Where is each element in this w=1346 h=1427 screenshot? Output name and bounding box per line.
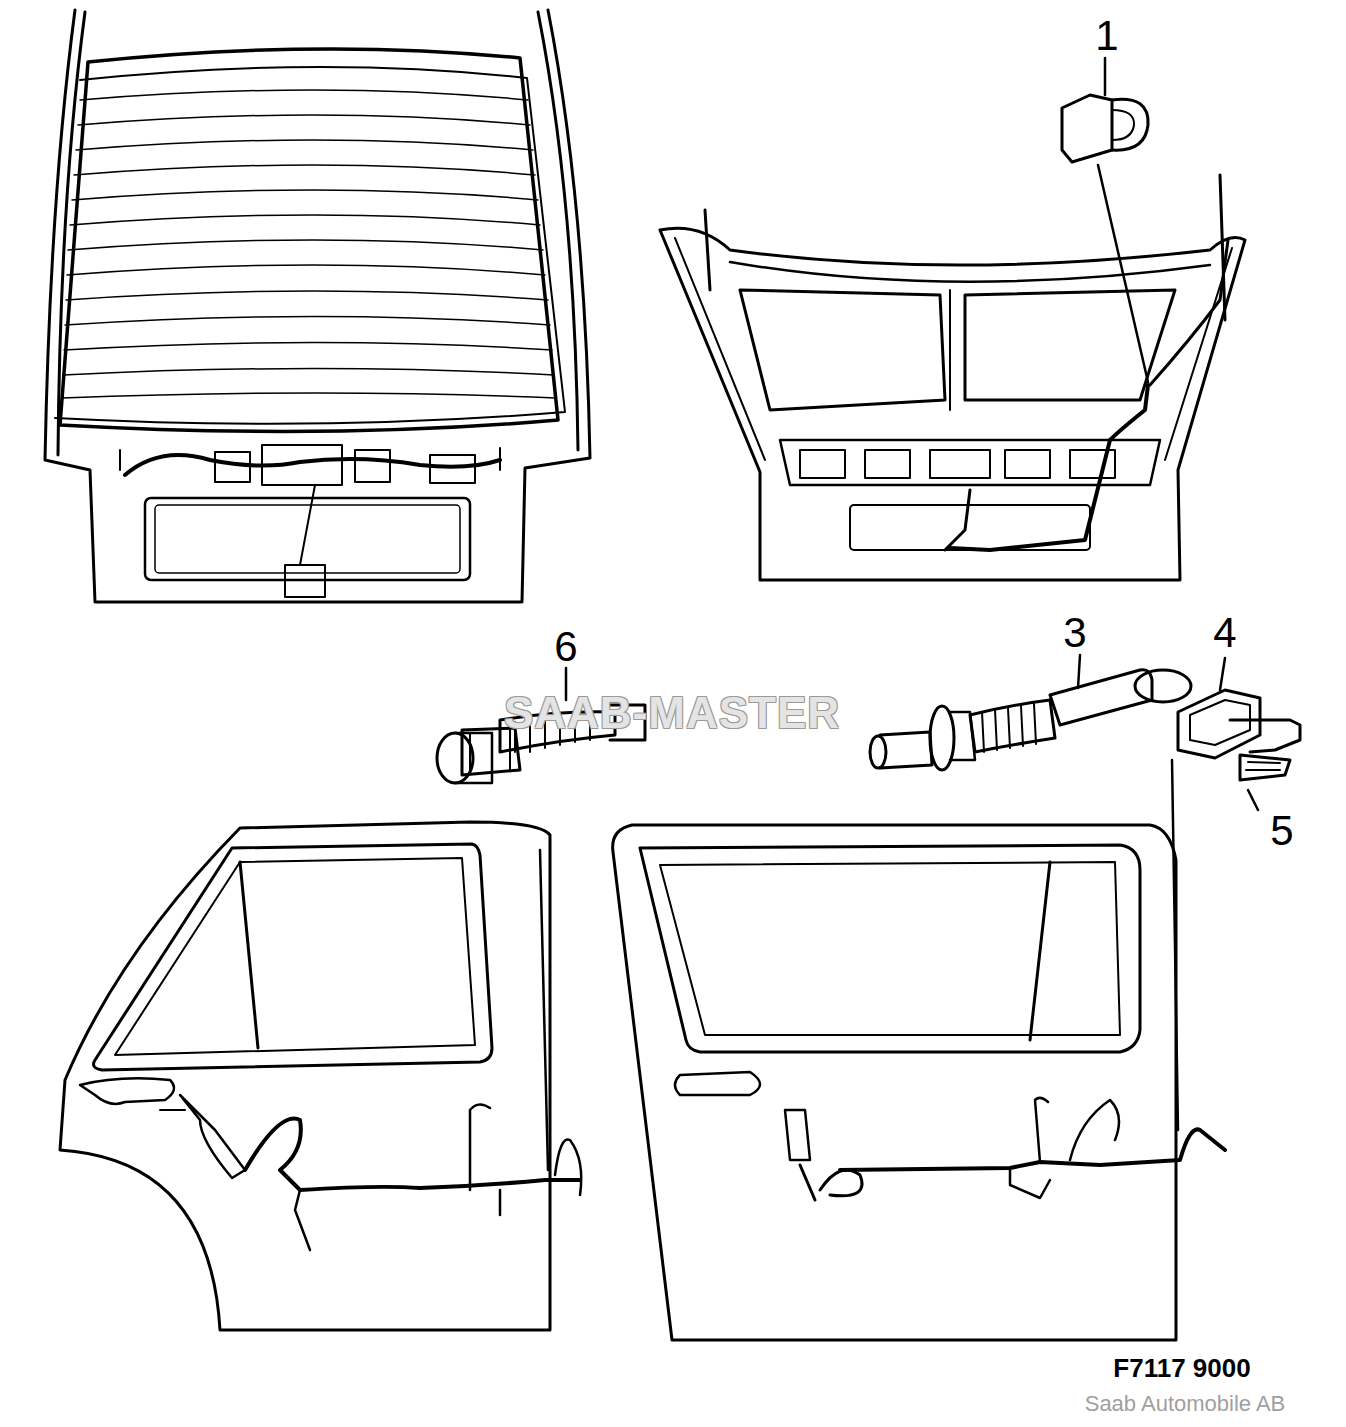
callout-number: 3 [1063,612,1086,654]
tailgate-inside [660,175,1245,580]
callout-number: 1 [1095,15,1118,57]
callout-number: 5 [1270,810,1293,852]
watermark: SAAB-MASTER [504,691,840,735]
tailgate-outside [45,10,590,602]
callout-number: 6 [554,626,577,668]
frame-4-clip-5 [1178,690,1300,780]
grommet-3 [870,670,1191,770]
rear-door [60,822,581,1330]
clip-part [1062,95,1148,162]
leader-lines [540,58,1258,1170]
figure-code: F7117 9000 [1113,1355,1250,1381]
front-door [613,825,1225,1340]
callout-number: 4 [1213,612,1236,654]
copyright-note: Saab Automobile AB [1085,1393,1286,1415]
